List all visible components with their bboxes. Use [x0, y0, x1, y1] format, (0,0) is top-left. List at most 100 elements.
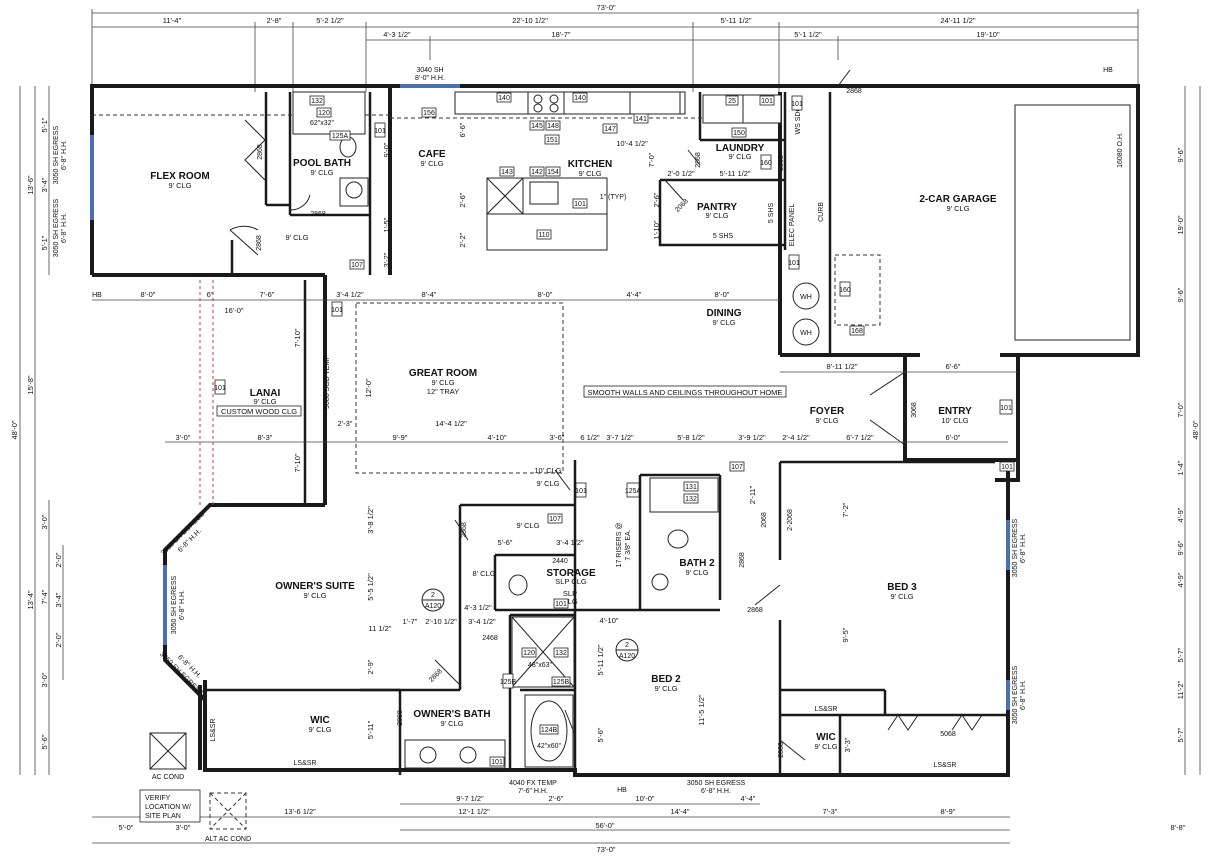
tag-142: 142 — [531, 169, 543, 176]
room-pantry-clg: 9' CLG — [705, 211, 728, 220]
dim-mid-58: 5'-11" — [366, 720, 375, 739]
section-2a-sheet: A120 — [425, 603, 441, 610]
tag-101e: 101 — [791, 101, 803, 108]
room-wic1-name: WIC — [310, 715, 329, 726]
dim-bottom-4: 14'-4" — [670, 807, 689, 816]
note-9clg: 9' CLG — [536, 479, 559, 488]
dim-mid-9: 3'-0" — [176, 433, 191, 442]
room-bed2-name: BED 2 — [651, 674, 681, 685]
tag-120a: 120 — [318, 110, 330, 117]
section-2a-num: 2 — [431, 592, 435, 599]
door-lbl-15: 5068 — [940, 731, 956, 738]
tag-151: 151 — [546, 137, 558, 144]
dim-mid-16: 5'-8 1/2" — [677, 433, 705, 442]
room-bed3-name: BED 3 — [887, 582, 917, 593]
notes: SMOOTH WALLS AND CEILINGS THROUGHOUT HOM… — [92, 67, 1124, 794]
dim-overall-bottom: 73'-0" — [596, 845, 615, 854]
tag-145: 145 — [531, 123, 543, 130]
dim-right-1: 9'-6" — [1176, 147, 1185, 162]
note-slp-clg: CLG — [562, 597, 578, 606]
tag-110: 110 — [538, 232, 549, 239]
tag-107c: 107 — [549, 516, 561, 523]
room-laundry-clg: 9' CLG — [728, 152, 751, 161]
dim-mid-13: 3'-6" — [550, 433, 565, 442]
dim-bottom-3: 12'-1 1/2" — [458, 807, 490, 816]
door-lbl-6: 2868 — [461, 522, 468, 538]
tag-107a: 107 — [351, 262, 363, 269]
note-lssr4: LS&SR — [210, 719, 217, 742]
tag-125a: 125A — [332, 133, 349, 140]
dim-left-1: 15'-8" — [26, 375, 35, 394]
room-owners-name: OWNER'S SUITE — [275, 581, 355, 592]
dim-mid-28: 10'-4 1/2" — [616, 139, 648, 148]
room-foyer-clg: 9' CLG — [815, 416, 838, 425]
tag-125b-b: 125B — [553, 679, 570, 686]
dim-mid-44: 4'-3 1/2" — [464, 603, 492, 612]
dim-bottom-10: 4'-4" — [741, 794, 756, 803]
note-wh2: WH — [800, 330, 812, 337]
note-sgd: 9080 SGD TEMP — [324, 355, 331, 409]
dim-left-11: 2'-0" — [54, 632, 63, 647]
note-tub: 42"x60" — [537, 743, 562, 750]
dim-mid-31: 7'-0" — [647, 152, 656, 167]
dim-mid-35: 3'-2" — [382, 252, 391, 267]
note-garage-door: 16080 O.H. — [1117, 132, 1124, 168]
dim-mid-60: 3'-3" — [843, 737, 852, 752]
room-ownbath-clg: 9' CLG — [440, 719, 463, 728]
door-lbl-1: 2868 — [310, 211, 326, 218]
note-curb: CURB — [818, 202, 825, 222]
window-top-label: 3040 SH — [416, 67, 443, 74]
door-lbl-2: 2868 — [256, 235, 263, 251]
dim-bottom-9: 10'-0" — [635, 794, 654, 803]
win-left-1: 3050 SH EGRESS — [53, 125, 60, 184]
dim-top-4: 22'-10 1/2" — [512, 16, 548, 25]
dim-left-7: 3'-0" — [40, 514, 49, 529]
door-lbl-14: 2-2068 — [787, 509, 794, 531]
win-left-2b: 6'-8" H.H. — [61, 213, 68, 243]
door-lbl-11: 2468 — [482, 635, 498, 642]
tag-125b-a: 125B — [500, 679, 517, 686]
room-owners-clg: 9' CLG — [303, 591, 326, 600]
room-storage-name: STORAGE — [546, 568, 596, 579]
note-risers-2: 7 3/8" EA. — [625, 529, 632, 560]
dim-mid-47: 1'-7" — [403, 617, 418, 626]
dim-top-10: 19'-10" — [976, 30, 1000, 39]
room-foyer-name: FOYER — [810, 406, 845, 417]
room-wic2-name: WIC — [816, 732, 835, 743]
dim-bottom-13: 8'-8" — [1171, 823, 1186, 832]
room-poolbath-name: POOL BATH — [293, 158, 351, 169]
dim-bottom-2: 13'-6 1/2" — [284, 807, 316, 816]
dim-top-1: 11'-4" — [163, 16, 182, 25]
room-lanai-wood: CUSTOM WOOD CLG — [221, 407, 297, 416]
tag-141: 141 — [635, 116, 647, 123]
door-lbl-12: 2068 — [674, 198, 690, 214]
tag-101c: 101 — [574, 201, 586, 208]
dim-mid-5: 8'-0" — [538, 290, 553, 299]
room-garage-clg: 9' CLG — [946, 204, 969, 213]
door-lbl-17: 2868 — [739, 552, 746, 568]
dim-mid-14: 6 1/2" — [580, 433, 600, 442]
tag-160b: 160 — [839, 287, 851, 294]
dim-top-3: 5'-2 1/2" — [316, 16, 344, 25]
dim-right-9: 5'-7" — [1176, 647, 1185, 662]
tag-160a: 160 — [760, 160, 772, 167]
room-bath2-clg: 9' CLG — [685, 568, 708, 577]
dim-mid-29: 5'-11 1/2" — [719, 169, 750, 178]
room-storage-clg: SLP CLG — [555, 577, 587, 586]
interior-walls — [205, 92, 1008, 775]
room-wic2-clg: 9' CLG — [814, 742, 837, 751]
dim-mid-25: 12'-0" — [364, 378, 373, 397]
windows — [90, 84, 1010, 710]
dim-mid-7: 8'-0" — [715, 290, 730, 299]
dim-mid-1: 6" — [207, 290, 214, 299]
dim-overall-right: 48'-0" — [1191, 420, 1200, 439]
note-lssr1: LS&SR — [294, 760, 317, 767]
win-right-2: 3050 SH EGRESS — [1012, 665, 1019, 724]
dim-top-9: 5'-1 1/2" — [794, 30, 822, 39]
dim-bottom-11: 5'-0" — [119, 823, 134, 832]
note-verify-3: SITE PLAN — [145, 813, 181, 820]
door-labels: 2868 2868 2868 2868 2868 2868 2868 2868 … — [256, 88, 956, 758]
room-ownbath-name: OWNER'S BATH — [413, 709, 490, 720]
tag-125a-b: 125A — [625, 488, 642, 495]
